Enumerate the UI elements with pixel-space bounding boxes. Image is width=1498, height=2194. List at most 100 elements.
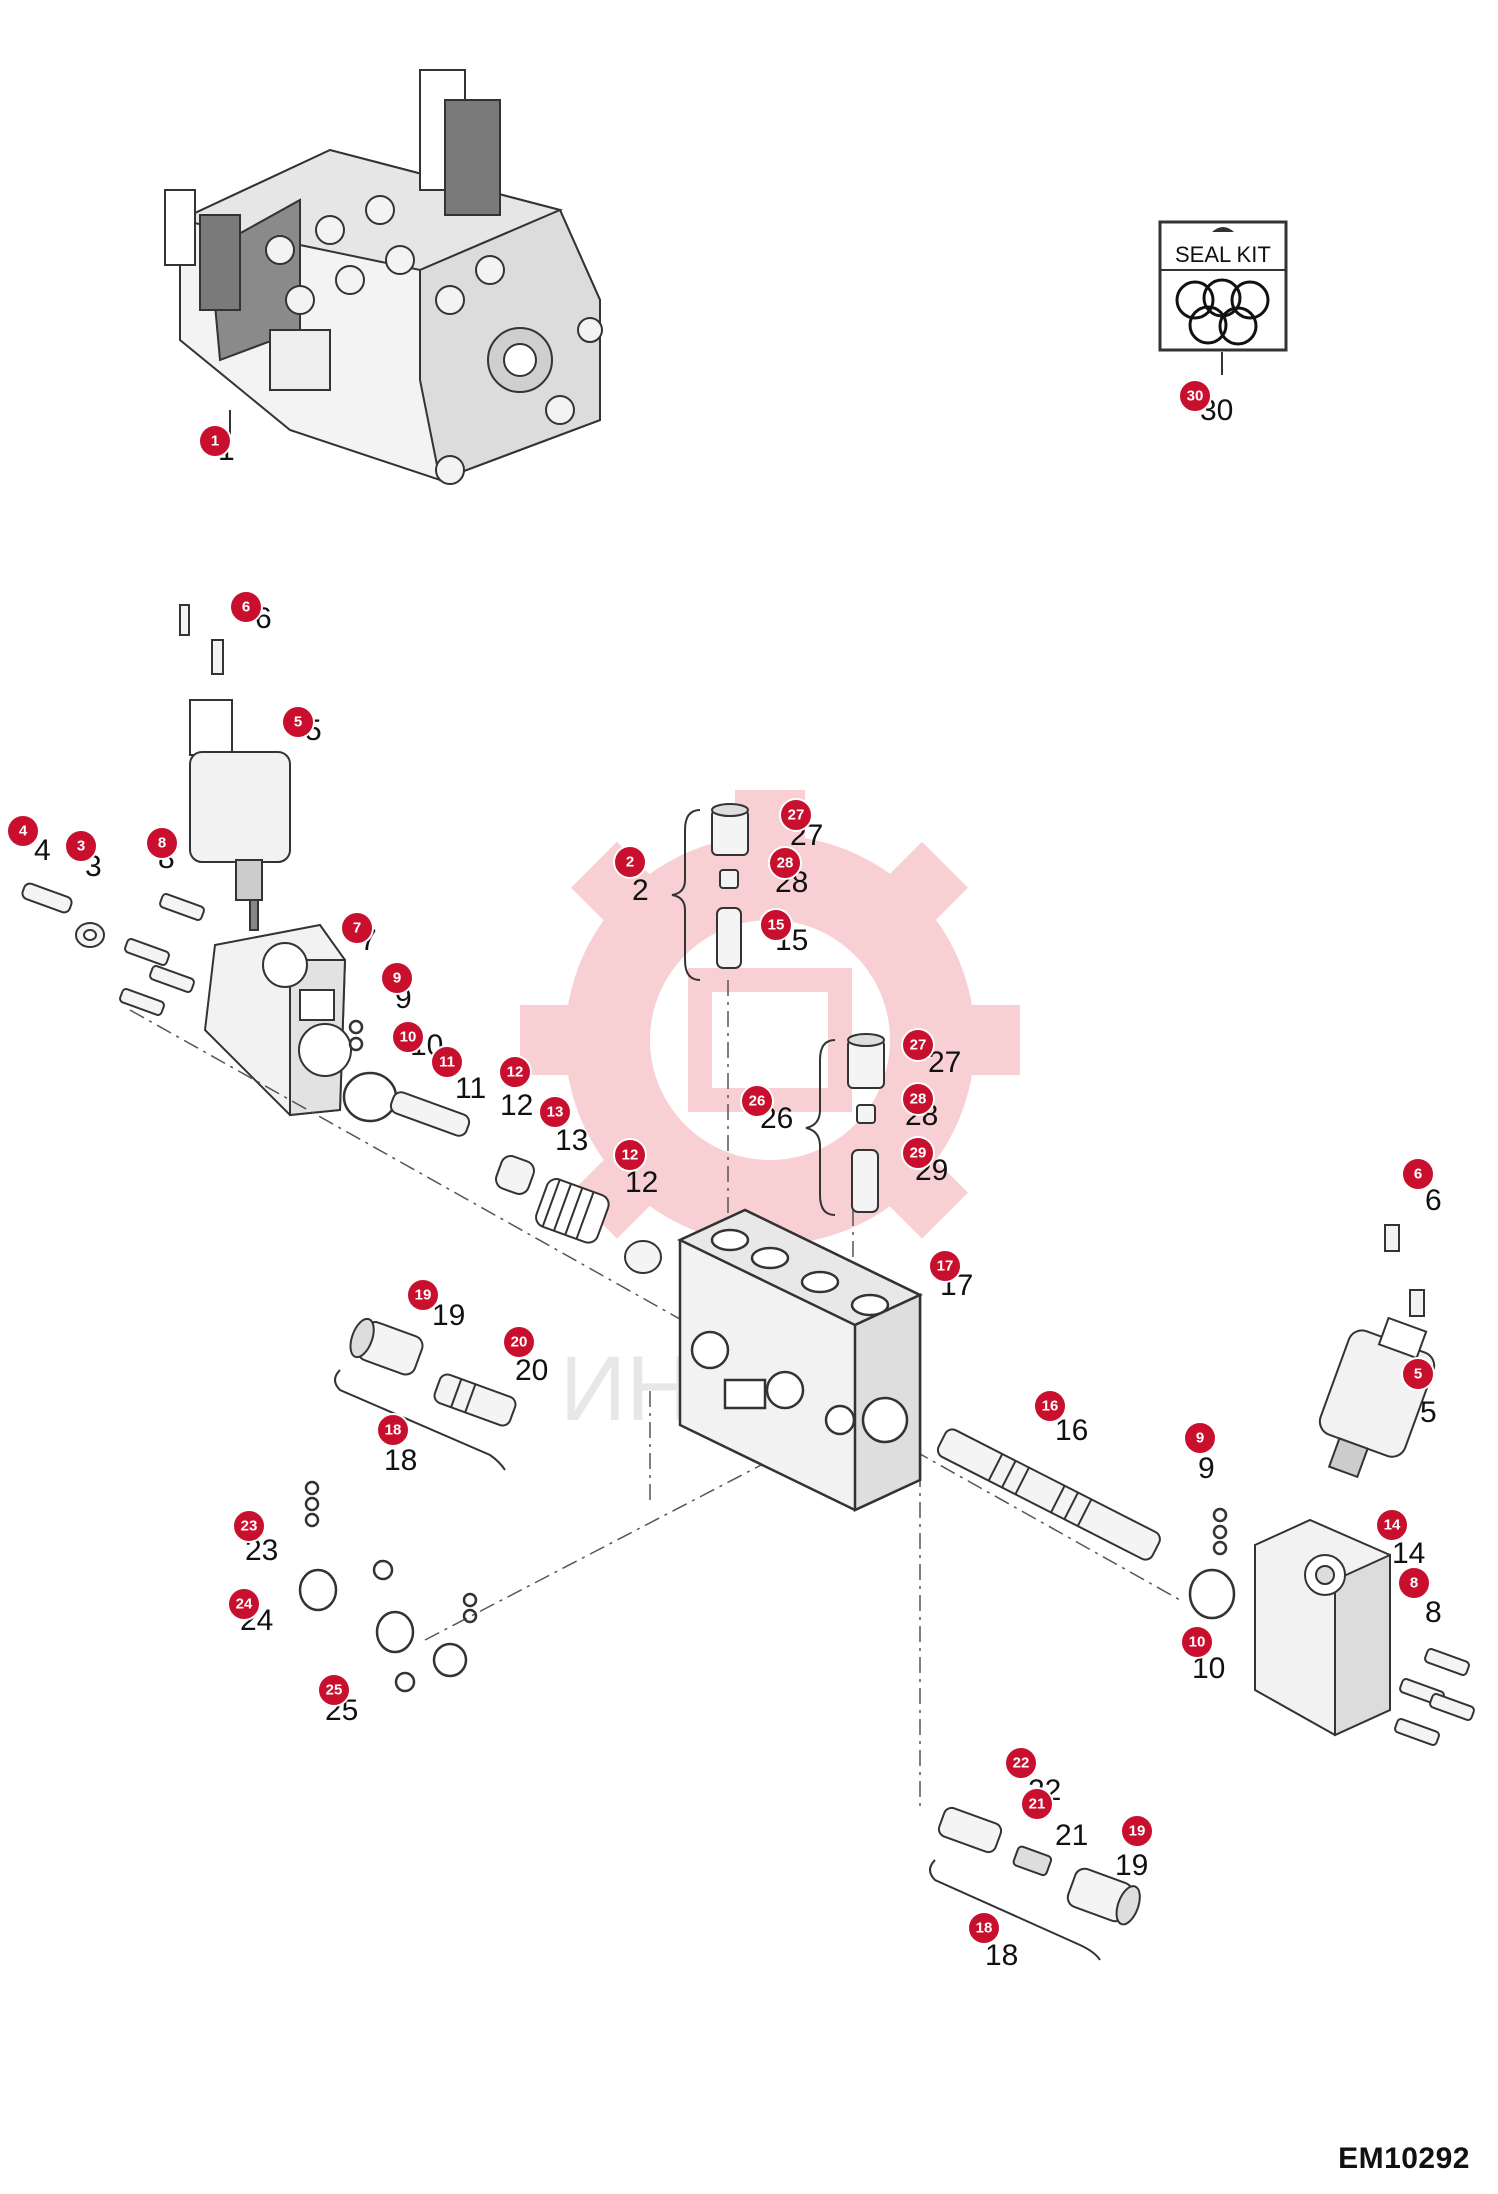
svg-text:4: 4 [19,823,28,840]
callout-badge: 25 [317,1673,351,1707]
pin-and-screws-left [21,882,205,1016]
callout-badge: 18 [967,1911,1001,1945]
check-valve-left-illustration [349,1317,517,1427]
svg-text:24: 24 [236,1596,253,1613]
svg-text:11: 11 [439,1054,455,1071]
svg-text:15: 15 [768,917,785,934]
svg-text:17: 17 [937,1258,954,1275]
svg-text:21: 21 [1029,1796,1046,1813]
svg-text:26: 26 [749,1093,766,1110]
svg-text:30: 30 [1187,388,1204,405]
callout-badge: 8 [1397,1566,1431,1600]
check-valve-right-illustration [937,1806,1141,1926]
end-cap-right-illustration [1254,1518,1391,1737]
part-label: 18 [384,1444,417,1477]
callout-badge: 6 [1401,1157,1435,1191]
callout-badge: 29 [901,1136,935,1170]
part-label: 19 [1115,1849,1148,1882]
callout-badge: 8 [145,826,179,860]
svg-text:8: 8 [1410,1575,1418,1592]
seals-right [1188,1507,1236,1620]
callout-badge: 7 [340,911,374,945]
part-label: 20 [515,1354,548,1387]
svg-text:5: 5 [294,714,302,731]
callout-badge: 28 [768,846,802,880]
callout-badge: 12 [613,1138,647,1172]
callout-badge: 13 [538,1095,572,1129]
valve-assembly-illustration [164,69,603,485]
callout-badges: 1 30 6 5 4 3 8 7 9 10 11 12 13 12 2 27 2… [6,379,1435,1945]
svg-text:14: 14 [1384,1517,1401,1534]
svg-text:10: 10 [400,1029,417,1046]
svg-text:20: 20 [511,1334,528,1351]
svg-text:18: 18 [976,1920,993,1937]
part-label: 19 [432,1299,465,1332]
part-label: 5 [1420,1396,1437,1429]
part-label: 18 [985,1939,1018,1972]
relief-valve-lower-illustration [847,1033,885,1213]
callout-badge: 22 [1004,1746,1038,1780]
svg-text:23: 23 [241,1518,258,1535]
callout-badge: 24 [227,1587,261,1621]
callout-badge: 11 [430,1045,464,1079]
part-label: 16 [1055,1414,1088,1447]
seals-left [342,1019,398,1123]
part-label: 2 [632,874,649,907]
solenoid-left-illustration [179,604,291,931]
callout-badge: 4 [6,814,40,848]
bracket-18-right [929,1859,1101,1961]
part-label: 14 [1392,1537,1425,1570]
svg-text:28: 28 [777,855,794,872]
svg-text:5: 5 [1414,1366,1422,1383]
part-label: 13 [555,1124,588,1157]
brace-brackets [671,809,836,1216]
svg-text:27: 27 [788,807,805,824]
callout-badge: 5 [281,705,315,739]
callout-badge: 3 [64,829,98,863]
part-label: 6 [1425,1184,1442,1217]
svg-text:6: 6 [242,599,250,616]
bracket-18-left [334,1369,506,1471]
callout-badge: 12 [498,1055,532,1089]
callout-badge: 30 [1178,379,1212,413]
svg-text:3: 3 [77,838,85,855]
svg-text:12: 12 [507,1064,524,1081]
seals-bottom-left [298,1480,478,1693]
callout-badge: 19 [1120,1814,1154,1848]
part-label: 4 [34,834,51,867]
part-label: 21 [1055,1819,1088,1852]
callout-badge: 15 [759,908,793,942]
callout-badge: 18 [376,1413,410,1447]
svg-text:1: 1 [211,433,219,450]
callout-badge: 27 [779,798,813,832]
end-cap-left-illustration [203,923,352,1117]
part-label: 11 [455,1072,486,1105]
svg-text:9: 9 [1196,1430,1204,1447]
callout-badge: 10 [1180,1625,1214,1659]
callout-badge: 9 [380,961,414,995]
relief-valve-upper-illustration [711,803,749,969]
solenoid-right-illustration [1318,1224,1436,1479]
callout-badge: 23 [232,1509,266,1543]
svg-text:27: 27 [910,1037,927,1054]
callout-badge: 10 [391,1020,425,1054]
svg-text:12: 12 [622,1147,639,1164]
svg-text:8: 8 [158,835,166,852]
svg-text:9: 9 [393,970,401,987]
svg-text:18: 18 [385,1422,402,1439]
svg-text:19: 19 [415,1287,432,1304]
svg-text:19: 19 [1129,1823,1146,1840]
callout-badge: 27 [901,1028,935,1062]
callout-badge: 9 [1183,1421,1217,1455]
svg-text:13: 13 [547,1104,564,1121]
svg-text:7: 7 [353,920,361,937]
part-label: 8 [1425,1596,1442,1629]
callout-badge: 21 [1020,1787,1054,1821]
document-id: EM10292 [1338,2142,1470,2175]
spool-illustration [936,1428,1161,1561]
valve-section-body-illustration [677,1208,923,1512]
part-label: 9 [1198,1452,1215,1485]
callout-badge: 5 [1401,1357,1435,1391]
svg-text:10: 10 [1189,1634,1206,1651]
